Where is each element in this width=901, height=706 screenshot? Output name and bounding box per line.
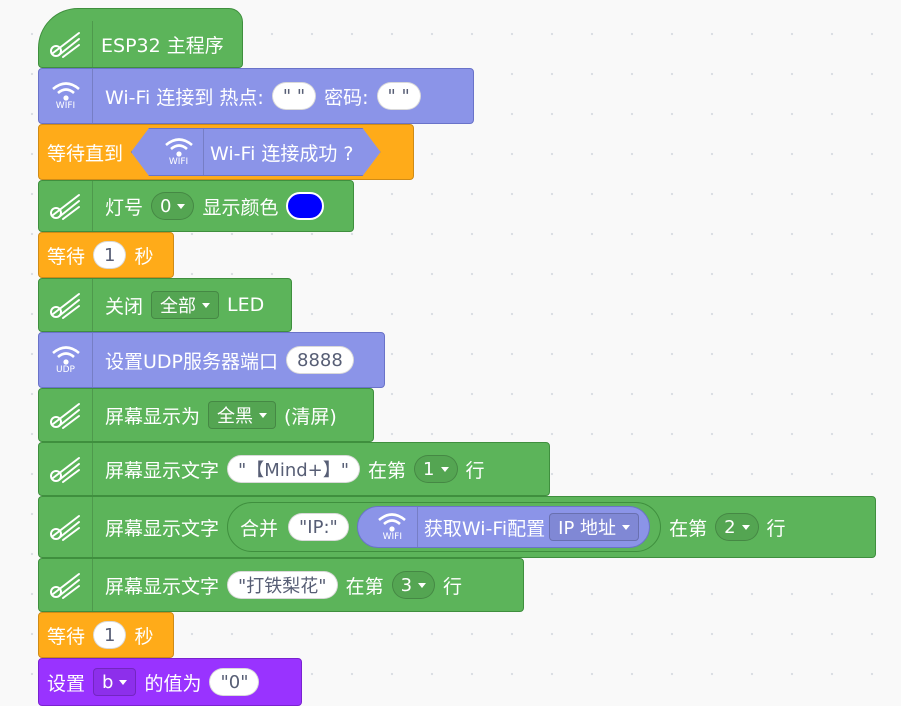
join-reporter[interactable]: 合并 "IP:" WIFI 获取Wi-Fi配置 IP 地址 (227, 502, 662, 552)
screen-text-input[interactable]: "打铁梨花" (227, 571, 338, 599)
wifi-connected-condition[interactable]: WIFI Wi-Fi 连接成功 ? (131, 128, 381, 176)
meteor-icon (39, 497, 93, 557)
wifi-config-label: 获取Wi-Fi配置 (423, 517, 546, 540)
meteor-icon (39, 279, 93, 331)
led-off-block[interactable]: 关闭 全部 LED (38, 278, 292, 332)
wifi-connect-label: Wi-Fi 连接到 热点: (105, 86, 264, 109)
wifi-icon: WIFI (154, 129, 204, 175)
line-value: 3 (400, 574, 413, 596)
screen-text-label: 屏幕显示文字 (105, 459, 220, 482)
meteor-icon (39, 181, 93, 231)
wifi-icon-tag: WIFI (382, 532, 403, 542)
set-variable-block[interactable]: 设置 b 的值为 "0" (38, 658, 302, 706)
led-color-block[interactable]: 灯号 0 显示颜色 (38, 180, 354, 232)
chevron-down-icon (119, 679, 128, 685)
chevron-down-icon (177, 203, 186, 209)
chevron-down-icon (440, 466, 449, 472)
line-value: 1 (423, 458, 435, 480)
wait-seconds-block[interactable]: 等待 1 秒 (38, 612, 174, 658)
join-text-input[interactable]: "IP:" (288, 513, 349, 541)
line-dropdown[interactable]: 2 (715, 513, 759, 541)
wifi-icon-tag: WIFI (55, 101, 76, 111)
line-label: 在第 (345, 575, 384, 598)
wifi-connected-label: Wi-Fi 连接成功 ? (210, 142, 354, 165)
led-target-dropdown[interactable]: 全部 (151, 291, 220, 319)
wifi-connect-block[interactable]: WIFI Wi-Fi 连接到 热点: " " 密码: " " (38, 68, 474, 124)
join-label: 合并 (240, 517, 279, 540)
screen-text-block-1[interactable]: 屏幕显示文字 "【Mind+】" 在第 1 行 (38, 442, 550, 496)
udp-icon-tag: UDP (56, 365, 75, 375)
set-label: 设置 (47, 672, 86, 695)
line-dropdown[interactable]: 1 (414, 455, 458, 483)
wait-until-block[interactable]: 等待直到 WIFI Wi-Fi 连接成功 ? (38, 124, 414, 180)
wifi-icon: WIFI (368, 507, 418, 547)
password-label: 密码: (324, 86, 369, 109)
line-label: 在第 (368, 459, 407, 482)
meteor-icon (39, 21, 93, 67)
password-input[interactable]: " " (376, 82, 421, 110)
screen-text-input[interactable]: "【Mind+】" (227, 455, 361, 483)
led-label: LED (227, 294, 265, 316)
screen-fill-label: 屏幕显示为 (105, 405, 201, 428)
wait-until-label: 等待直到 (47, 142, 124, 165)
wifi-config-dropdown[interactable]: IP 地址 (549, 513, 640, 541)
seconds-label: 秒 (134, 625, 154, 648)
screen-text-block-2[interactable]: 屏幕显示文字 合并 "IP:" WIFI 获取Wi-Fi配置 IP 地址 在第 … (38, 496, 876, 558)
line-suffix-label: 行 (465, 459, 485, 482)
screen-text-label: 屏幕显示文字 (105, 575, 220, 598)
meteor-icon (39, 443, 93, 495)
show-color-label: 显示颜色 (202, 196, 279, 219)
chevron-down-icon (202, 302, 211, 308)
led-index-dropdown[interactable]: 0 (151, 192, 195, 220)
screen-text-label: 屏幕显示文字 (105, 517, 220, 540)
color-picker[interactable] (286, 192, 325, 220)
screen-fill-value: 全黑 (217, 406, 254, 427)
udp-server-port-block[interactable]: UDP 设置UDP服务器端口 8888 (38, 332, 385, 388)
meteor-icon (39, 389, 93, 441)
udp-port-input[interactable]: 8888 (286, 346, 354, 374)
meteor-icon (39, 559, 93, 611)
ssid-input[interactable]: " " (271, 82, 317, 110)
led-index-value: 0 (160, 195, 172, 217)
seconds-input[interactable]: 1 (93, 241, 127, 269)
wifi-config-reporter[interactable]: WIFI 获取Wi-Fi配置 IP 地址 (356, 506, 651, 548)
seconds-input[interactable]: 1 (93, 621, 127, 649)
udp-port-label: 设置UDP服务器端口 (105, 350, 278, 373)
chevron-down-icon (259, 412, 268, 418)
screen-fill-block[interactable]: 屏幕显示为 全黑 (清屏) (38, 388, 374, 442)
variable-value: b (102, 671, 114, 693)
chevron-down-icon (622, 524, 631, 530)
wait-label: 等待 (47, 625, 86, 648)
wifi-config-value: IP 地址 (558, 518, 617, 539)
line-label: 在第 (669, 517, 708, 540)
variable-dropdown[interactable]: b (93, 668, 137, 696)
line-suffix-label: 行 (443, 575, 463, 598)
led-target-value: 全部 (160, 296, 197, 317)
line-value: 2 (724, 516, 736, 538)
wifi-icon: WIFI (39, 69, 93, 123)
seconds-label: 秒 (134, 245, 154, 268)
screen-text-block-3[interactable]: 屏幕显示文字 "打铁梨花" 在第 3 行 (38, 558, 524, 612)
screen-fill-dropdown[interactable]: 全黑 (208, 401, 277, 429)
turn-off-label: 关闭 (105, 295, 144, 318)
line-suffix-label: 行 (766, 517, 786, 540)
wifi-icon-tag: WIFI (168, 157, 189, 167)
wait-label: 等待 (47, 245, 86, 268)
esp32-main-program-block[interactable]: ESP32 主程序 (38, 8, 243, 68)
value-label: 的值为 (144, 672, 202, 695)
wait-seconds-block[interactable]: 等待 1 秒 (38, 232, 174, 278)
line-dropdown[interactable]: 3 (391, 571, 436, 599)
variable-value-input[interactable]: "0" (209, 668, 260, 696)
clear-screen-label: (清屏) (284, 405, 337, 428)
chevron-down-icon (741, 524, 750, 530)
chevron-down-icon (418, 582, 427, 588)
block-label: ESP32 主程序 (101, 34, 224, 57)
led-index-label: 灯号 (105, 196, 144, 219)
wifi-icon: UDP (39, 333, 93, 387)
